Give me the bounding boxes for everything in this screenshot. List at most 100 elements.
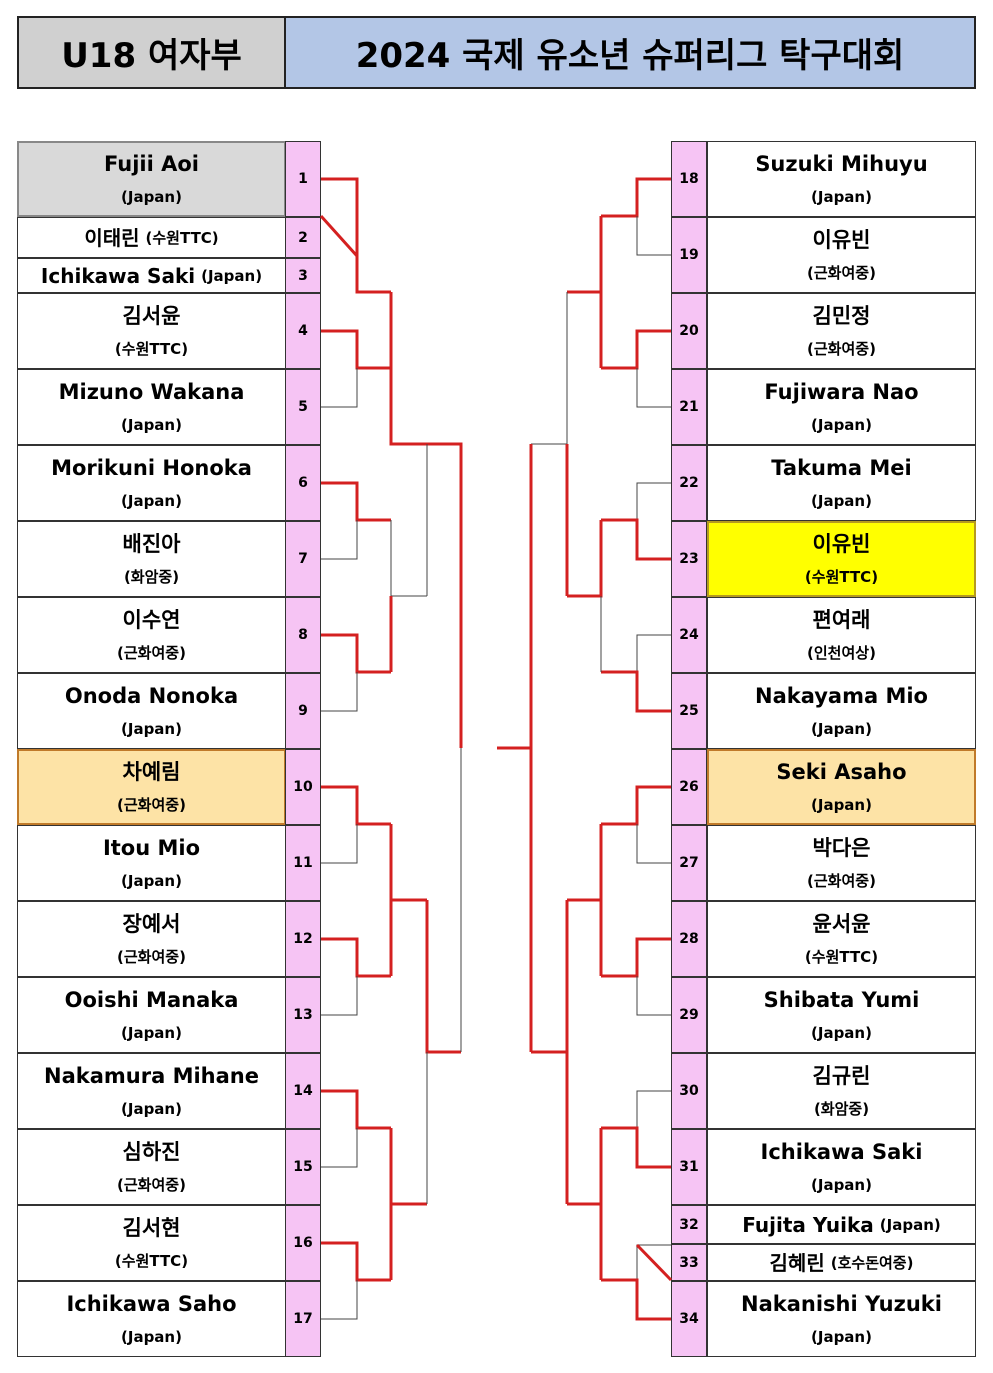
- player-name: 장예서: [122, 912, 181, 937]
- bracket-line: [321, 785, 391, 826]
- bracket-line: [427, 442, 463, 748]
- bracket-line: [601, 1278, 671, 1321]
- player-entry: 이수연(근화여중): [17, 597, 286, 673]
- tournament-title: 2024 국제 유소년 슈퍼리그 탁구대회: [284, 16, 976, 89]
- seed-number: 29: [671, 977, 707, 1053]
- bracket-line: [636, 216, 671, 256]
- player-club: (Japan): [811, 1175, 872, 1194]
- player-club: (수원TTC): [145, 228, 219, 247]
- player-name: Shibata Yumi: [763, 988, 920, 1013]
- player-club: (근화여중): [807, 339, 876, 358]
- player-entry: Shibata Yumi (Japan): [707, 977, 976, 1053]
- player-name: 편여래: [812, 608, 871, 633]
- player-name: 이유빈: [812, 228, 871, 253]
- bracket-line: [567, 520, 603, 598]
- player-name: 김규린: [812, 1064, 871, 1089]
- seed-number: 27: [671, 825, 707, 901]
- seed-number: 1: [285, 141, 321, 217]
- bye-diagonal: [319, 214, 359, 258]
- seed-number: 14: [285, 1053, 321, 1129]
- bracket-line: [567, 1128, 603, 1206]
- seed-number: 18: [671, 141, 707, 217]
- player-entry: 심하진(근화여중): [17, 1129, 286, 1205]
- bracket-line: [497, 444, 533, 750]
- player-club: (인천여상): [807, 643, 876, 662]
- player-club: (Japan): [811, 1327, 872, 1346]
- player-club: (Japan): [879, 1215, 941, 1234]
- bracket-line: [321, 520, 358, 560]
- player-name: 배진아: [122, 532, 181, 557]
- seed-number: 11: [285, 825, 321, 901]
- player-entry: 배진아(화암중): [17, 521, 286, 597]
- player-club: (Japan): [811, 1023, 872, 1042]
- player-club: (수원TTC): [804, 947, 879, 966]
- player-club: (Japan): [811, 491, 872, 510]
- player-entry: Itou Mio(Japan): [17, 825, 286, 901]
- player-club: (근화여중): [117, 795, 186, 814]
- player-club: (Japan): [811, 415, 872, 434]
- player-entry: 박다은(근화여중): [707, 825, 976, 901]
- player-club: (호수돈여중): [830, 1253, 914, 1272]
- player-name: Onoda Nonoka: [64, 684, 239, 709]
- bracket-line: [321, 937, 391, 978]
- player-entry: 윤서윤(수원TTC): [707, 901, 976, 977]
- player-club: (Japan): [811, 795, 872, 814]
- seed-number: 4: [285, 293, 321, 369]
- seed-number: 7: [285, 521, 321, 597]
- seed-number: 10: [285, 749, 321, 825]
- bracket-line: [531, 900, 569, 1054]
- bracket-line: [636, 824, 671, 864]
- bracket-line: [636, 976, 671, 1016]
- bracket-line: [425, 900, 461, 1054]
- player-entry: 이유빈 (수원TTC): [707, 521, 976, 597]
- player-name: Seki Asaho: [776, 760, 907, 785]
- player-name: Suzuki Mihuyu: [755, 152, 928, 177]
- player-club: (근화여중): [807, 263, 876, 282]
- player-club: (Japan): [121, 491, 182, 510]
- player-name: 이수연: [122, 608, 181, 633]
- seed-number: 21: [671, 369, 707, 445]
- player-club: (Japan): [121, 1099, 182, 1118]
- bracket-line: [321, 1089, 391, 1130]
- bracket-line: [531, 292, 568, 445]
- bracket-line: [321, 672, 358, 712]
- player-entry: 김서윤(수원TTC): [17, 293, 286, 369]
- player-entry: 김혜린(호수돈여중): [707, 1244, 976, 1281]
- bracket-line: [601, 1126, 671, 1169]
- seed-number: 3: [285, 258, 321, 293]
- bracket-line: [601, 329, 671, 370]
- player-club: (근화여중): [807, 871, 876, 890]
- player-entry: 편여래 (인천여상): [707, 597, 976, 673]
- bracket-line: [321, 177, 359, 216]
- player-name: Nakayama Mio: [755, 684, 928, 709]
- player-name: 차예림: [122, 760, 181, 785]
- player-entry: Nakanishi Yuzuki(Japan): [707, 1281, 976, 1357]
- player-name: Fujii Aoi: [103, 152, 200, 177]
- player-club: (Japan): [121, 415, 182, 434]
- seed-number: 9: [285, 673, 321, 749]
- player-entry: Nakayama Mio(Japan): [707, 673, 976, 749]
- player-name: Fujiwara Nao: [764, 380, 919, 405]
- player-entry: Ooishi Manaka(Japan): [17, 977, 286, 1053]
- player-name: Nakamura Mihane: [44, 1064, 259, 1089]
- player-club: (Japan): [121, 187, 182, 206]
- player-entry: Nakamura Mihane (Japan): [17, 1053, 286, 1129]
- player-name: 이유빈: [812, 532, 871, 557]
- player-club: (Japan): [121, 1327, 182, 1346]
- seed-number: 6: [285, 445, 321, 521]
- player-club: (Japan): [201, 266, 263, 285]
- player-entry: Ichikawa Saki(Japan): [707, 1129, 976, 1205]
- bracket-line: [390, 520, 427, 597]
- player-name: Morikuni Honoka: [51, 456, 252, 481]
- player-entry: 차예림 (근화여중): [17, 749, 286, 825]
- player-club: (근화여중): [117, 1175, 186, 1194]
- player-club: (Japan): [121, 871, 182, 890]
- player-name: Mizuno Wakana: [58, 380, 245, 405]
- bracket-line: [321, 481, 391, 522]
- bracket-line: [601, 785, 671, 826]
- bracket-line: [601, 670, 671, 713]
- player-name: Ichikawa Saho: [66, 1292, 237, 1317]
- player-club: (수원TTC): [804, 567, 879, 586]
- bracket-line: [601, 937, 671, 978]
